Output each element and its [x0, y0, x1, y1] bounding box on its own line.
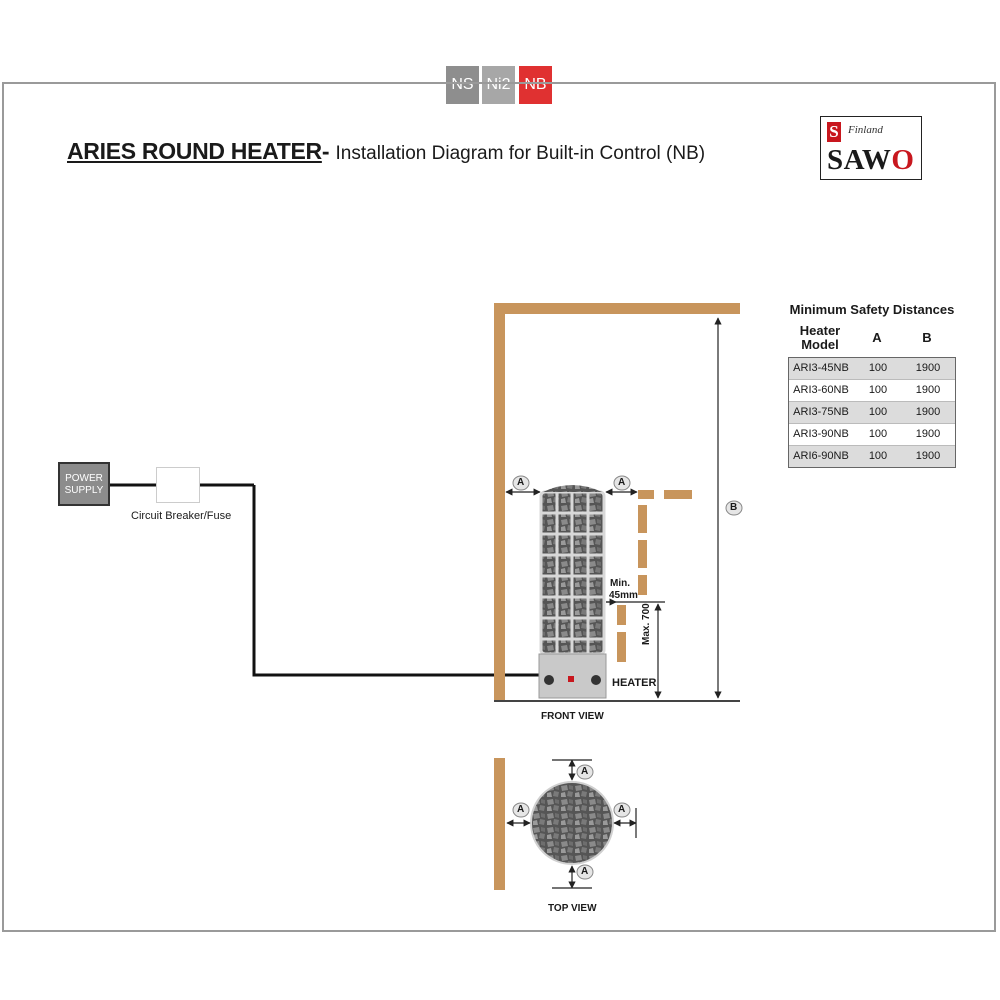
header-a: A: [872, 330, 882, 345]
marker-a-top-right: A: [618, 804, 626, 815]
header-b: B: [922, 330, 932, 345]
table-row: ARI3-75NB 100 1900: [789, 402, 955, 424]
tab-nb[interactable]: NB: [519, 66, 552, 104]
title-main: ARIES ROUND HEATER: [67, 138, 322, 164]
marker-a-top-left: A: [517, 804, 525, 815]
diagram-frame: [2, 82, 996, 932]
top-view-caption: TOP VIEW: [548, 903, 597, 914]
breaker-label: Circuit Breaker/Fuse: [131, 510, 232, 522]
marker-a-front-right: A: [618, 477, 626, 488]
table-row: ARI3-60NB 100 1900: [789, 380, 955, 402]
sauna-wall-front: [494, 303, 740, 702]
min-gap-label-line2: 45mm: [609, 590, 638, 601]
title-dash: -: [321, 138, 330, 164]
title-subtitle: Installation Diagram for Built-in Contro…: [335, 143, 706, 164]
marker-b: B: [730, 502, 738, 513]
dimension-a-top: [506, 759, 637, 889]
table-row: ARI6-90NB 100 1900: [789, 446, 955, 467]
tab-ni2[interactable]: Ni2: [482, 66, 515, 104]
marker-a-top-up: A: [581, 766, 589, 777]
marker-bubbles-front: [512, 475, 743, 516]
sauna-wall-top: [494, 758, 505, 890]
marker-bubbles-top: [512, 764, 631, 880]
table-row: ARI3-45NB 100 1900: [789, 358, 955, 380]
wiring-lines: [110, 483, 540, 677]
max-height-label: Max. 700: [641, 603, 652, 645]
heater-label: HEATER: [612, 677, 657, 689]
table-title: Minimum Safety Distances: [789, 302, 955, 317]
table-row: ARI3-90NB 100 1900: [789, 424, 955, 446]
logo-s-mark: S: [827, 122, 841, 142]
dimension-a-front: [505, 317, 722, 699]
safety-distances-table: Minimum Safety Distances Heater Model A …: [788, 302, 956, 468]
circuit-breaker-box: [156, 467, 200, 503]
power-supply-box: POWER SUPPLY: [58, 462, 110, 506]
sawo-logo: S Finland SAWO: [820, 116, 922, 180]
bench-profile: [617, 490, 692, 662]
header-model: Heater Model: [799, 323, 841, 352]
logo-wordmark: SAWO: [827, 144, 915, 176]
heater-top-graphic: [530, 781, 614, 865]
front-view-caption: FRONT VIEW: [541, 711, 604, 722]
logo-tagline: Finland: [848, 124, 883, 136]
marker-a-front-left: A: [517, 477, 525, 488]
min-gap-label-line1: Min.: [610, 578, 630, 589]
page-title: ARIES ROUND HEATER-Installation Diagram …: [67, 138, 705, 165]
table-header: Heater Model A B: [788, 323, 956, 353]
table-body: ARI3-45NB 100 1900 ARI3-60NB 100 1900 AR…: [788, 357, 956, 468]
heater-front-graphic: [538, 485, 607, 699]
marker-a-top-down: A: [581, 866, 589, 877]
tab-ns[interactable]: NS: [446, 66, 479, 104]
